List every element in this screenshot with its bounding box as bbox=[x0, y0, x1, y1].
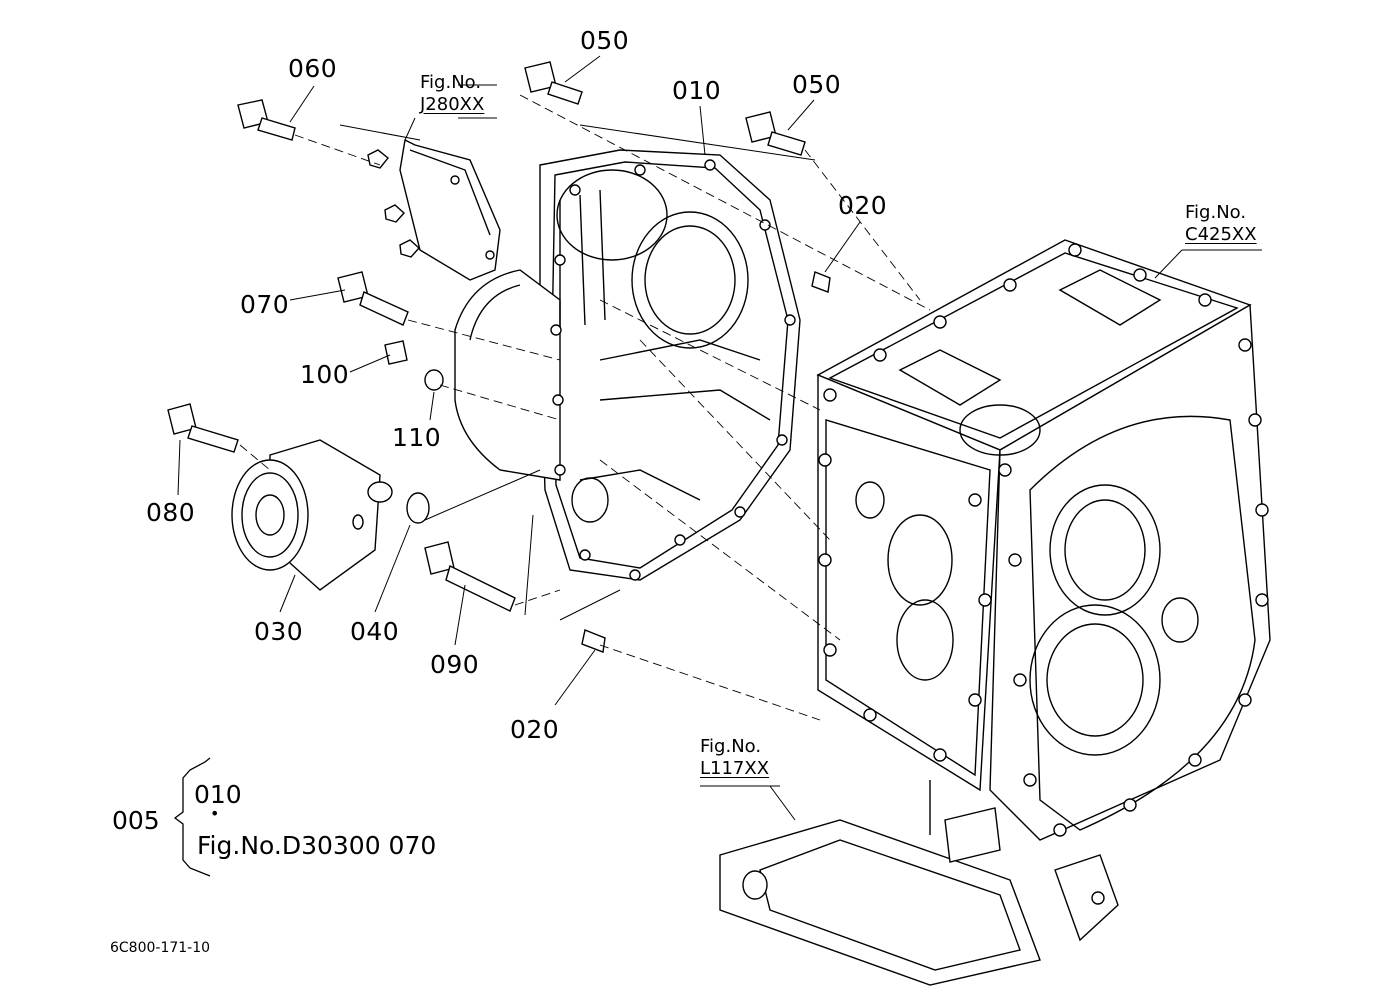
legend-brace bbox=[175, 758, 210, 876]
leader-lines bbox=[178, 56, 1262, 820]
part-label-100: 100 bbox=[300, 360, 350, 389]
part-label-020-upper: 020 bbox=[838, 191, 888, 220]
part-label-090: 090 bbox=[430, 650, 480, 679]
figref-l117-title: Fig.No. bbox=[700, 736, 762, 757]
figref-l117-code: L117XX bbox=[700, 758, 770, 779]
transmission-case bbox=[818, 240, 1270, 840]
part-label-050-right: 050 bbox=[792, 70, 842, 99]
figref-c425: Fig.No. C425XX bbox=[1185, 202, 1257, 246]
legend-item-010: 010 bbox=[194, 780, 242, 809]
figref-c425-code: C425XX bbox=[1185, 224, 1257, 245]
part-label-050-upper: 050 bbox=[580, 26, 630, 55]
figref-l117: Fig.No. L117XX bbox=[700, 736, 769, 780]
legend-item-d30300: Fig.No.D30300 070 bbox=[197, 831, 437, 860]
part-label-110: 110 bbox=[392, 423, 442, 452]
part-label-080: 080 bbox=[146, 498, 196, 527]
figref-j280: Fig.No. J280XX bbox=[420, 72, 484, 116]
legend-dot: • bbox=[210, 804, 220, 823]
part-label-040: 040 bbox=[350, 617, 400, 646]
part-label-060: 060 bbox=[288, 54, 338, 83]
filter-mount bbox=[232, 440, 429, 590]
part-label-030: 030 bbox=[254, 617, 304, 646]
front-housing bbox=[455, 150, 800, 580]
drawing-code: 6C800-171-10 bbox=[110, 940, 211, 956]
oil-pan bbox=[720, 780, 1118, 985]
bracket bbox=[368, 140, 500, 280]
part-label-020-lower: 020 bbox=[510, 715, 560, 744]
o-ring bbox=[407, 493, 429, 523]
legend-group-number: 005 bbox=[112, 806, 160, 835]
figref-j280-code: J280XX bbox=[420, 94, 485, 115]
bolts bbox=[168, 62, 830, 652]
figref-j280-title: Fig.No. bbox=[420, 72, 482, 93]
part-label-070: 070 bbox=[240, 290, 290, 319]
figref-c425-title: Fig.No. bbox=[1185, 202, 1247, 223]
part-label-010: 010 bbox=[672, 76, 722, 105]
